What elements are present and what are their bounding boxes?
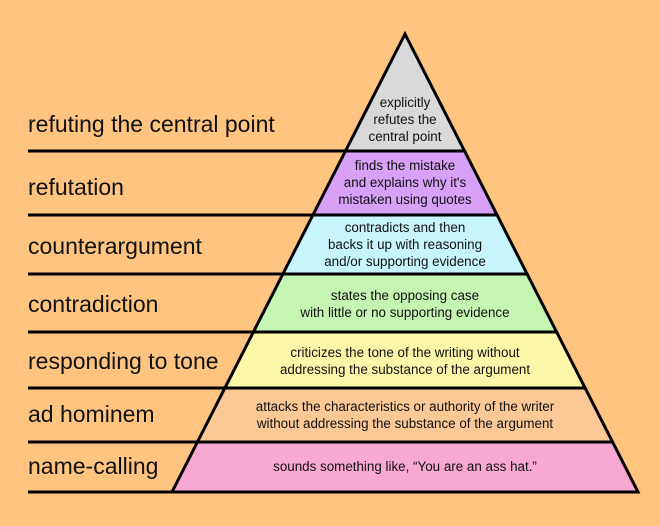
level-description-contradiction: states the opposing case with little or … xyxy=(300,288,510,320)
level-description-ad-hominem: attacks the characteristics or authority… xyxy=(255,399,555,431)
level-description-name-calling: sounds something like, “You are an ass h… xyxy=(273,459,537,474)
pyramid-band-name-calling xyxy=(169,440,641,494)
level-label-refuting-central-point: refuting the central point xyxy=(28,111,275,137)
level-label-name-calling: name-calling xyxy=(28,453,159,479)
level-label-contradiction: contradiction xyxy=(28,291,159,317)
level-label-refutation: refutation xyxy=(28,174,124,200)
level-label-counterargument: counterargument xyxy=(28,233,202,259)
level-description-refutation: finds the mistake and explains why it's … xyxy=(338,158,472,207)
level-description-responding-to-tone: criticizes the tone of the writing witho… xyxy=(279,345,531,377)
level-label-ad-hominem: ad hominem xyxy=(28,401,155,427)
level-label-responding-to-tone: responding to tone xyxy=(28,348,219,374)
level-description-counterargument: contradicts and then backs it up with re… xyxy=(324,220,486,269)
level-description-refuting-central-point: explicitly refutes the central point xyxy=(368,95,442,144)
